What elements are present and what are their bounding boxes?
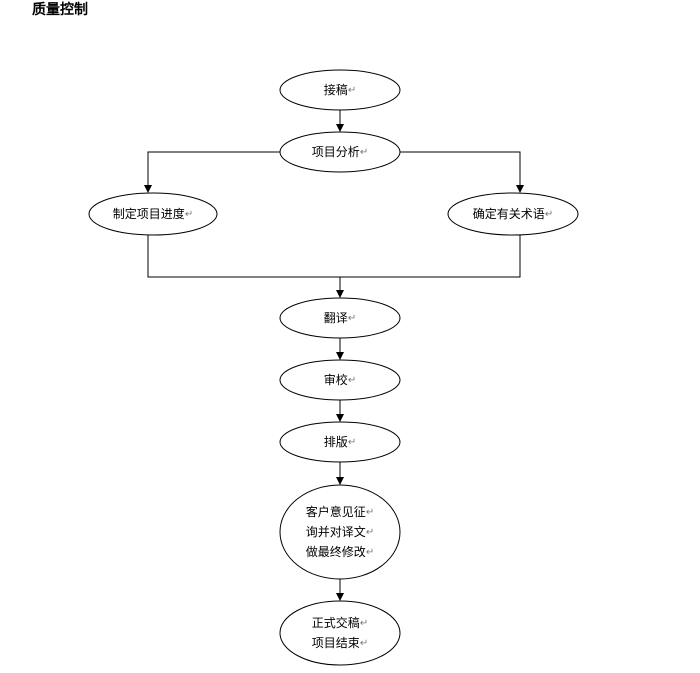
return-mark-icon: ↵	[366, 507, 374, 518]
node-typeset: 排版↵	[279, 421, 401, 463]
node-ellipse-analysis	[279, 131, 401, 173]
return-mark-icon: ↵	[366, 527, 374, 538]
edge-analysis-to-schedule	[144, 151, 280, 193]
node-proofread: 审校↵	[279, 359, 401, 401]
node-label-analysis-0: 项目分析↵	[312, 145, 368, 159]
node-label-typeset-0: 排版↵	[324, 435, 356, 449]
node-ellipse-terms	[447, 192, 579, 236]
return-mark-icon: ↵	[545, 209, 553, 220]
node-label-terms-0: 确定有关术语↵	[473, 206, 553, 221]
node-analysis: 项目分析↵	[279, 131, 401, 173]
node-delivery: 正式交稿↵ 项目结束↵	[279, 600, 401, 666]
return-mark-icon: ↵	[360, 147, 368, 158]
node-label-schedule-0: 制定项目进度↵	[113, 206, 193, 221]
return-mark-icon: ↵	[360, 618, 368, 629]
return-mark-icon: ↵	[348, 375, 356, 386]
page-title: 质量控制	[32, 2, 88, 18]
node-ellipse-proofread	[279, 359, 401, 401]
node-ellipse-feedback	[279, 484, 401, 580]
node-translate: 翻译↵	[279, 297, 401, 339]
node-label-feedback-0: 客户意见征↵	[306, 504, 374, 519]
node-ellipse-typeset	[279, 421, 401, 463]
edge-analysis-to-terms	[400, 151, 524, 193]
node-label-delivery-0: 正式交稿↵	[312, 615, 368, 630]
return-mark-icon: ↵	[360, 638, 368, 649]
node-label-feedback-1: 询并对译文↵	[306, 524, 374, 539]
node-label-delivery-1: 项目结束↵	[312, 636, 368, 650]
node-schedule: 制定项目进度↵	[88, 192, 218, 236]
return-mark-icon: ↵	[348, 437, 356, 448]
node-ellipse-schedule	[88, 192, 218, 236]
return-mark-icon: ↵	[348, 85, 356, 96]
node-ellipse-receive	[279, 69, 401, 111]
return-mark-icon: ↵	[185, 209, 193, 220]
return-mark-icon: ↵	[348, 313, 356, 324]
edge-terms-to-translate	[340, 235, 521, 278]
nodes: 接稿↵ 项目分析↵ 制定项目进度↵ 确定有关术语↵ 翻译↵ 审校↵ 排版↵ 客户意见征↵ 询并对…	[88, 69, 579, 666]
node-terms: 确定有关术语↵	[447, 192, 579, 236]
node-feedback: 客户意见征↵ 询并对译文↵ 做最终修改↵	[279, 484, 401, 580]
connectors	[144, 110, 524, 601]
node-label-feedback-2: 做最终修改↵	[306, 544, 374, 559]
node-ellipse-translate	[279, 297, 401, 339]
return-mark-icon: ↵	[366, 547, 374, 558]
node-ellipse-delivery	[279, 600, 401, 666]
node-label-proofread-0: 审校↵	[324, 372, 356, 387]
node-label-receive-0: 接稿↵	[324, 82, 356, 97]
edge-schedule-to-translate	[147, 235, 344, 298]
node-receive: 接稿↵	[279, 69, 401, 111]
node-label-translate-0: 翻译↵	[324, 311, 356, 325]
